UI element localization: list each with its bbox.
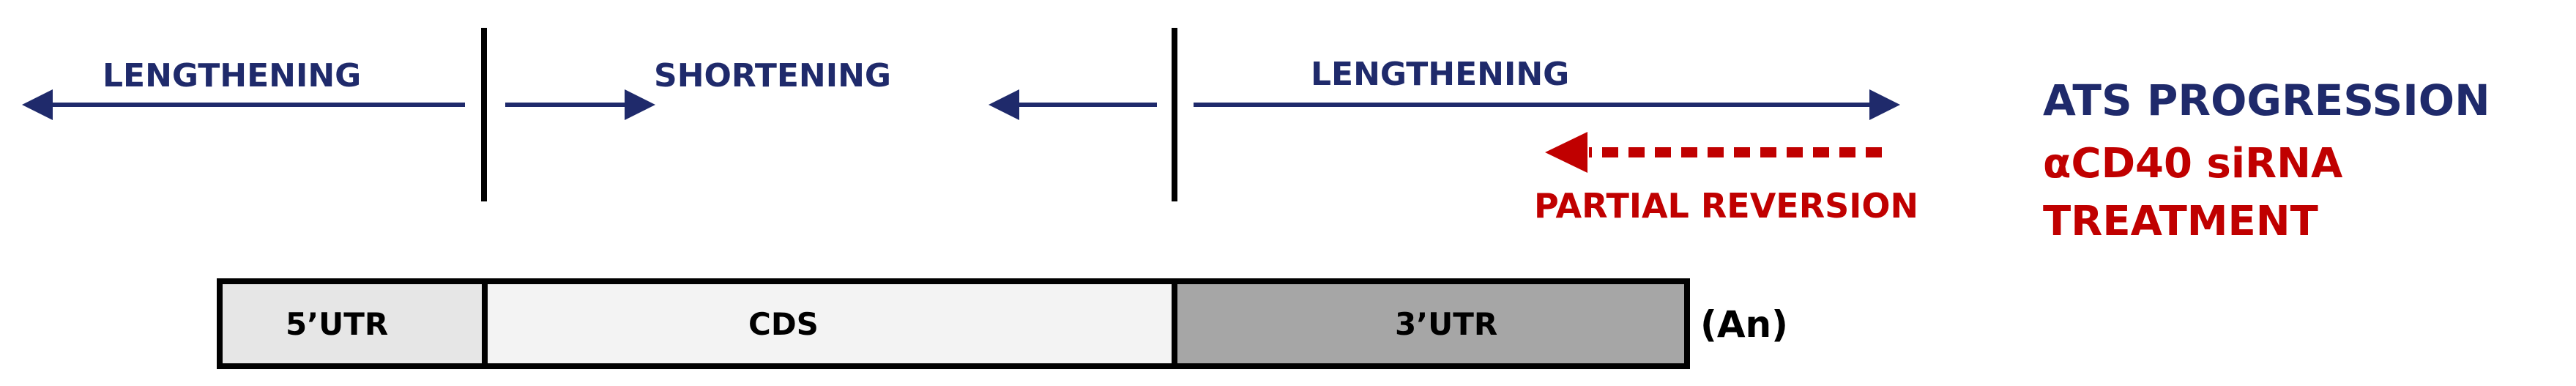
label-left-lengthening: LENGTHENING [103, 57, 362, 94]
shortening-arrow-right [505, 89, 655, 120]
segment-3utr [1172, 278, 1690, 369]
legend-sirna-line1: αCD40 siRNA [2043, 140, 2343, 188]
partial-reversion-arrow [1545, 132, 1882, 173]
legend-sirna-line2: TREATMENT [2043, 198, 2318, 245]
segment-label-cds: CDS [748, 306, 819, 342]
transcript-bar [217, 278, 1690, 369]
shortening-arrow-left [989, 89, 1157, 120]
right-lengthening-arrow [1194, 89, 1900, 120]
label-shortening: SHORTENING [654, 57, 892, 94]
segment-5utr [217, 278, 488, 369]
segment-label-3utr: 3’UTR [1395, 306, 1498, 342]
left-lengthening-arrow [22, 89, 465, 120]
label-partial-reversion: PARTIAL REVERSION [1534, 186, 1919, 226]
polya-tail-label: (An) [1700, 303, 1788, 346]
segment-cds [482, 278, 1177, 369]
label-right-lengthening: LENGTHENING [1311, 56, 1570, 93]
legend-ats-progression: ATS PROGRESSION [2043, 75, 2490, 125]
segment-label-5utr: 5’UTR [286, 306, 389, 342]
